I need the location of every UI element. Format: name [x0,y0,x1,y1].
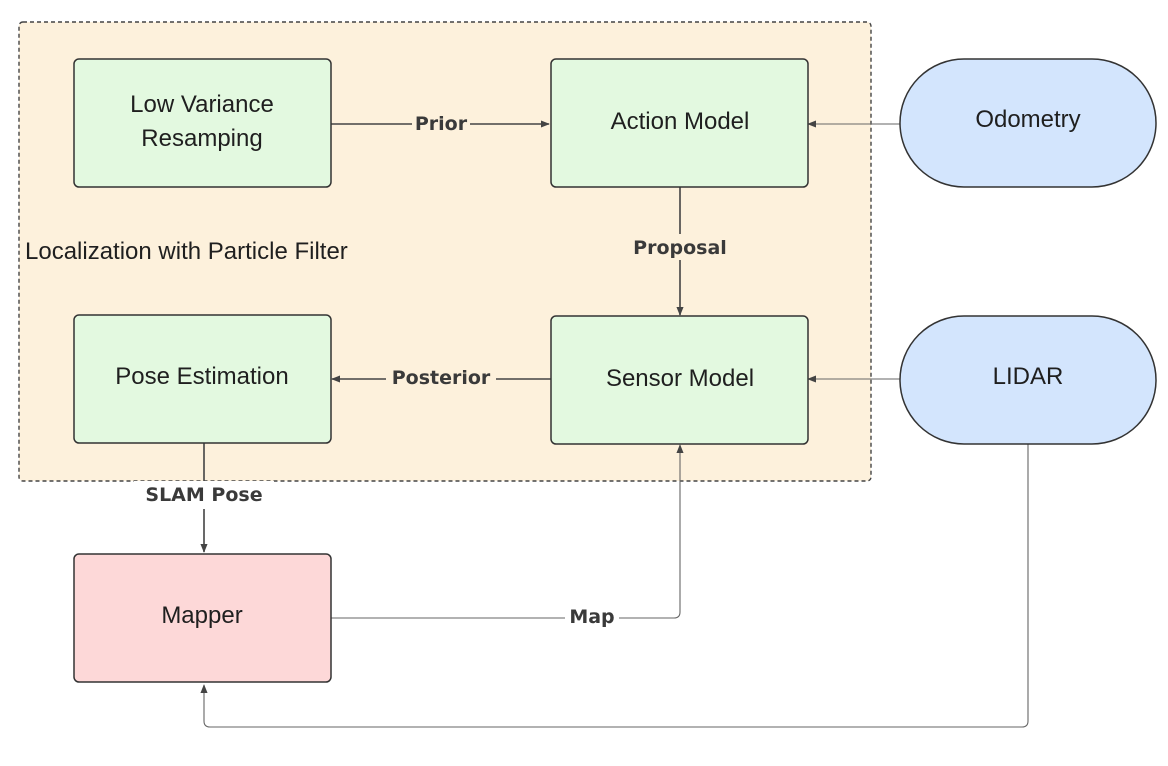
node-mapper-label: Mapper [161,602,242,629]
node-low-variance-resampling: Low Variance Resamping [73,58,332,188]
edge-proposal-label-bg [624,234,736,260]
node-sensor-model: Sensor Model [550,315,809,445]
edge-map [331,444,684,619]
localization-group-label: Localization with Particle Filter [25,238,348,265]
node-odometry-label: Odometry [975,106,1080,133]
node-action-model: Action Model [550,58,809,188]
edge-map-label: Map [569,606,614,628]
node-sensor-model-label: Sensor Model [606,365,754,392]
node-action-model-label: Action Model [611,108,750,135]
edge-map-label-bg [565,604,619,630]
node-low-variance-resampling-line2: Resamping [141,125,262,152]
node-lidar: LIDAR [899,315,1157,445]
node-pose-estimation: Pose Estimation [73,314,332,444]
edge-slam-pose-label-bg [134,481,274,509]
node-low-variance-resampling-line1: Low Variance [130,91,274,118]
edge-lidar-to-mapper [200,443,1029,728]
node-lidar-label: LIDAR [993,363,1064,390]
edge-posterior-label: Posterior [392,367,491,389]
node-pose-estimation-label: Pose Estimation [115,363,288,390]
edge-prior-label: Prior [415,113,468,135]
edge-prior-label-bg [412,110,470,136]
node-mapper: Mapper [73,553,332,683]
edge-slam-pose-label: SLAM Pose [145,484,262,506]
edge-posterior-label-bg [386,365,496,391]
node-odometry: Odometry [899,58,1157,188]
edge-proposal-label: Proposal [633,237,727,259]
